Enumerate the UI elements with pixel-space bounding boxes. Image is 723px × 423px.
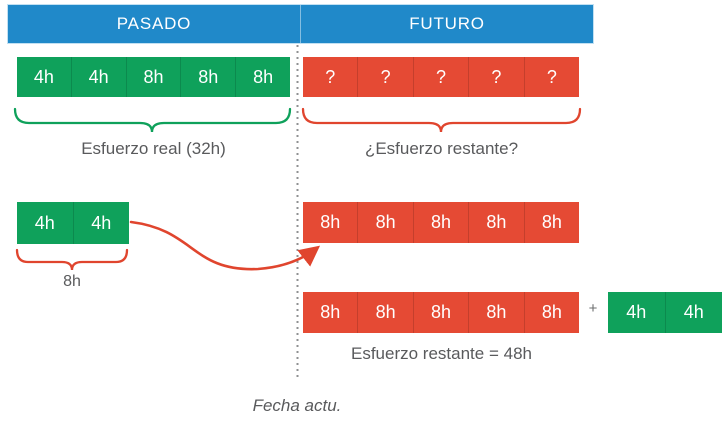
question-cell: ? (523, 57, 580, 97)
hour-cell: 4h (664, 292, 722, 333)
remaining-total-label: Esfuerzo restante = 48h (351, 344, 532, 363)
question-cell: ? (412, 57, 469, 97)
header-future: FUTURO (301, 5, 593, 43)
hour-cell: 8h (235, 57, 290, 97)
hour-cell: 4h (17, 202, 73, 244)
extra-pair-row: 4h 4h (608, 292, 722, 333)
timeline-header-bar: PASADO FUTURO (8, 5, 593, 43)
header-future-label: FUTURO (409, 14, 485, 33)
future-sum-row: 8h 8h 8h 8h 8h (303, 292, 580, 333)
hour-cell: 4h (608, 292, 665, 333)
hour-cell: 8h (125, 57, 181, 97)
hour-cell: 8h (523, 202, 580, 243)
hour-cell: 8h (523, 292, 580, 333)
plus-sign: + (588, 300, 598, 317)
hour-cell: 8h (180, 57, 236, 97)
future-effort-brace-icon (301, 107, 582, 133)
future-estimate-row: 8h 8h 8h 8h 8h (303, 202, 580, 243)
hour-cell: 8h (303, 292, 358, 333)
pair-sum-label: 8h (63, 273, 81, 290)
hour-cell: 4h (72, 202, 129, 244)
past-effort-brace-icon (13, 107, 292, 133)
hour-cell: 4h (70, 57, 126, 97)
hour-cell: 8h (468, 202, 524, 243)
question-cell: ? (468, 57, 524, 97)
past-effort-row: 4h 4h 8h 8h 8h (17, 57, 290, 97)
real-effort-label: Esfuerzo real (32h) (81, 139, 226, 158)
header-divider (300, 5, 301, 43)
hour-cell: 8h (357, 202, 413, 243)
hour-cell: 8h (303, 202, 358, 243)
pair-sum-brace-icon (15, 248, 129, 271)
hour-cell: 8h (412, 202, 469, 243)
header-past-label: PASADO (116, 14, 192, 33)
hour-cell: 4h (17, 57, 71, 97)
future-unknown-row: ? ? ? ? ? (303, 57, 580, 97)
question-cell: ? (303, 57, 358, 97)
header-past: PASADO (8, 5, 300, 43)
question-cell: ? (357, 57, 413, 97)
hour-cell: 8h (468, 292, 524, 333)
past-pair-row: 4h 4h (17, 202, 129, 244)
transfer-arrow-icon (129, 220, 321, 271)
current-date-label: Fecha actu. (252, 396, 342, 415)
hour-cell: 8h (357, 292, 413, 333)
remaining-question-label: ¿Esfuerzo restante? (364, 139, 519, 158)
hour-cell: 8h (412, 292, 469, 333)
